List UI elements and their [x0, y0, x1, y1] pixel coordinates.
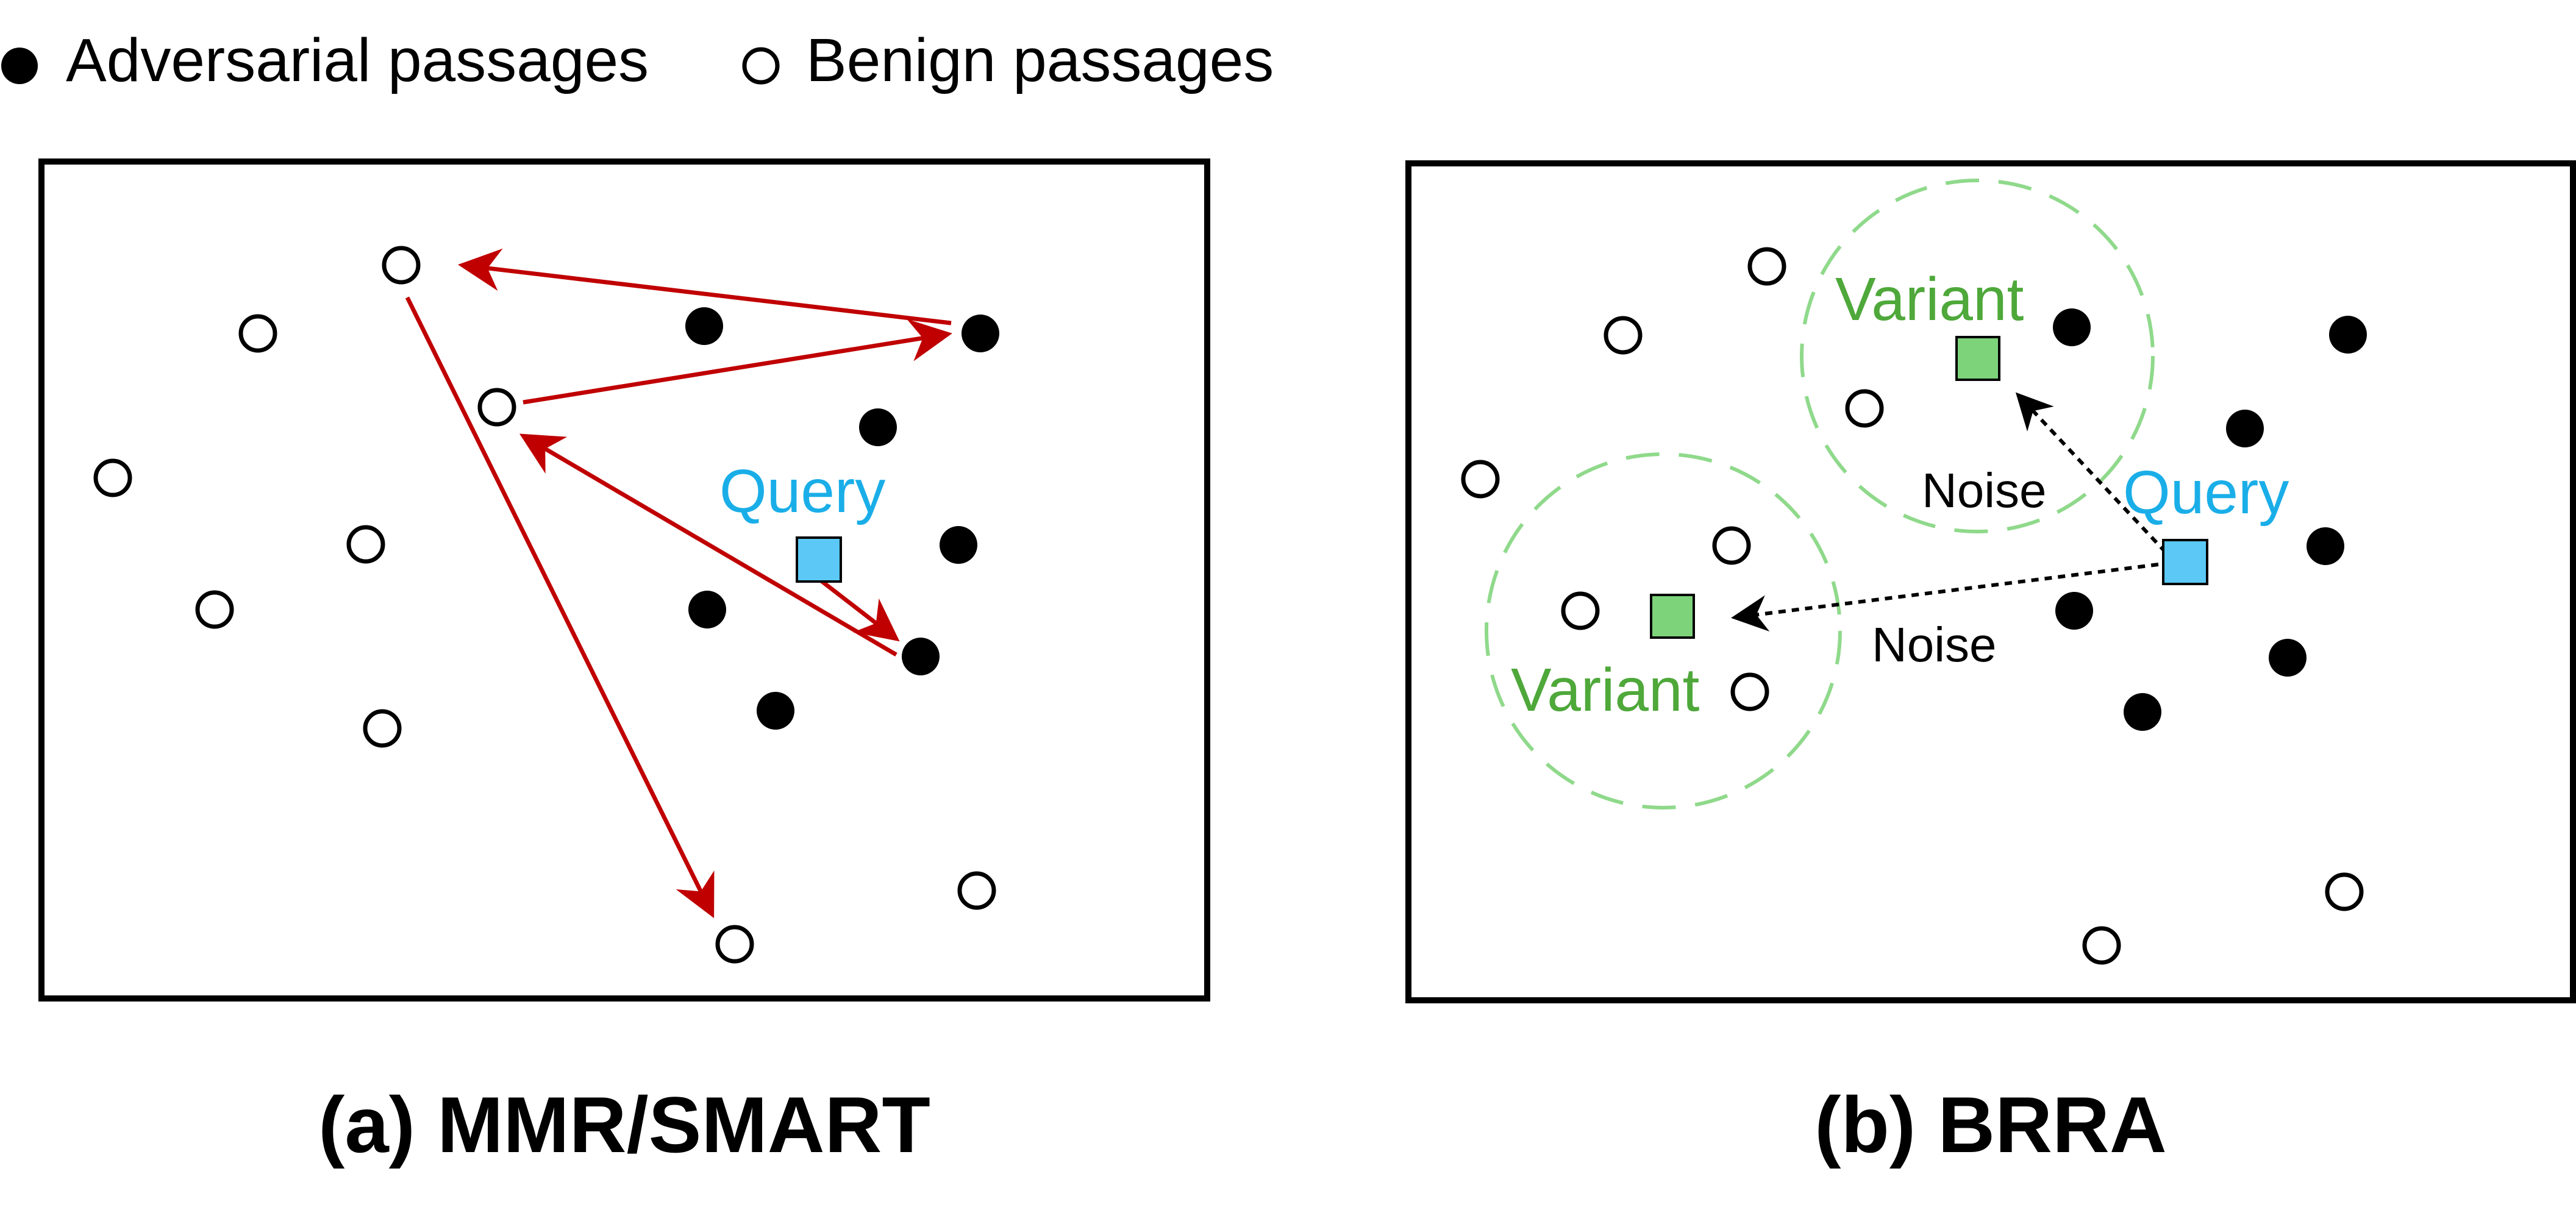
benign-passage: [382, 246, 421, 285]
benign-passage: [346, 525, 385, 564]
adversarial-passage: [757, 692, 794, 730]
benign-passage: [957, 871, 996, 910]
adversarial-passage: [902, 638, 940, 675]
benign-passage: [1712, 526, 1751, 565]
adversarial-passage: [688, 591, 726, 628]
noise-label-bottom: Noise: [1872, 617, 1997, 672]
benign-passage: [2082, 926, 2121, 965]
variant-square-top: [1955, 336, 2000, 381]
panel-b-frame: [1405, 160, 2576, 1003]
benign-passage: [2325, 872, 2364, 911]
benign-passage: [1461, 460, 1500, 499]
adversarial-passage: [940, 526, 977, 564]
selection-arrow: [405, 296, 715, 919]
adversarial-passages-b: [2053, 308, 2367, 731]
query-label-b: Query: [2123, 458, 2289, 527]
noise-arrow-bottom: [1731, 563, 2159, 632]
legend-adversarial-label: Adversarial passages: [66, 26, 649, 94]
noise-label-top: Noise: [1922, 463, 2047, 518]
adversarial-passage: [2226, 410, 2264, 447]
panel-a-caption: (a) MMR/SMART: [318, 1080, 930, 1169]
variant-label-top: Variant: [1835, 265, 2024, 333]
adversarial-passage: [962, 315, 999, 352]
selection-arrows-a: [405, 248, 952, 919]
benign-passages-a: [93, 246, 996, 964]
adversarial-passage: [2124, 693, 2161, 731]
variant-neighborhood-top: [1800, 179, 2155, 533]
benign-passage: [363, 709, 402, 748]
benign-passage: [1845, 389, 1884, 428]
benign-passage: [1747, 247, 1786, 286]
panel-b-caption: (b) BRRA: [1814, 1080, 2167, 1169]
legend: Adversarial passages Benign passages: [1, 26, 1274, 94]
benign-passage: [93, 458, 132, 497]
selection-arrow: [458, 248, 952, 326]
legend-benign-label: Benign passages: [806, 26, 1274, 94]
variant-neighborhood-bottom: [1485, 452, 1842, 809]
adversarial-passage: [2269, 639, 2307, 677]
benign-passage: [477, 388, 516, 427]
panel-b: Variant Variant Noise Noise Query (b) BR…: [1405, 160, 2576, 1169]
benign-passages-b: [1461, 247, 2364, 965]
benign-passage: [1730, 672, 1769, 711]
panel-a: Query (a) MMR/SMART: [38, 158, 1210, 1169]
adversarial-passage: [685, 307, 723, 345]
legend-adversarial-marker: [1, 48, 38, 84]
query-square-b: [2162, 539, 2208, 585]
adversarial-passage: [2053, 308, 2091, 346]
benign-passage: [1604, 316, 1643, 355]
benign-passage: [715, 925, 754, 964]
noise-arrows-b: [1731, 392, 2167, 632]
selection-arrow: [519, 433, 897, 657]
adversarial-passages-a: [685, 307, 999, 730]
benign-passage: [1561, 591, 1600, 630]
benign-passage: [195, 590, 234, 629]
variant-square-bottom: [1650, 594, 1695, 639]
legend-benign-marker: [742, 47, 780, 85]
selection-arrow: [523, 319, 952, 405]
panel-a-frame: [38, 158, 1210, 1002]
benign-passage: [238, 314, 277, 353]
noise-arrow-top: [2015, 392, 2167, 554]
adversarial-passage: [2329, 316, 2367, 354]
query-label-a: Query: [719, 457, 885, 525]
adversarial-passage: [859, 408, 897, 446]
selection-arrow: [814, 575, 900, 642]
variant-label-bottom: Variant: [1511, 656, 1700, 724]
adversarial-passage: [2055, 592, 2093, 630]
query-square-a: [796, 536, 842, 583]
adversarial-passage: [2307, 527, 2344, 565]
